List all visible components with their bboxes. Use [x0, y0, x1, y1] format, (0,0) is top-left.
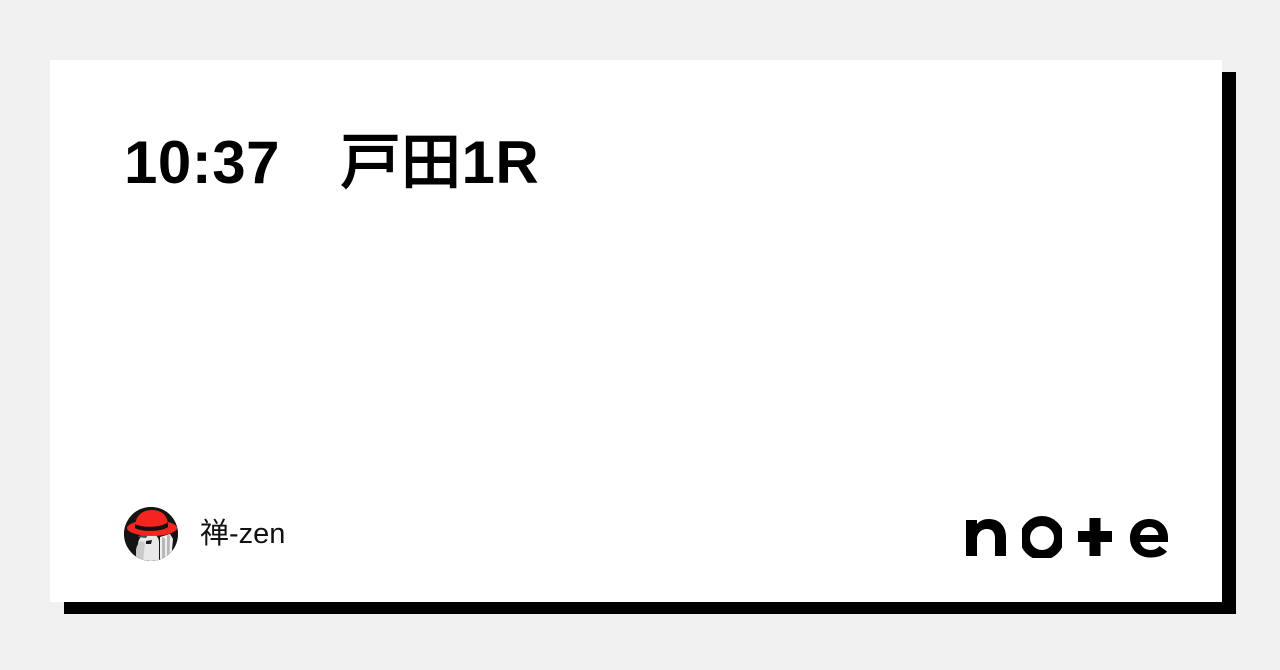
- author-name: 禅-zen: [200, 517, 286, 550]
- note-logo-letter-o: [1022, 516, 1062, 558]
- note-logo[interactable]: [964, 510, 1170, 558]
- author-block[interactable]: 禅-zen: [124, 507, 285, 561]
- avatar[interactable]: [124, 507, 178, 561]
- share-card-container: 10:37 戸田1R: [50, 60, 1236, 614]
- page-title: 10:37 戸田1R: [124, 129, 540, 196]
- note-logo-letter-e: [1130, 519, 1168, 558]
- note-share-card[interactable]: 10:37 戸田1R: [50, 60, 1222, 602]
- card-footer: 禅-zen: [124, 504, 1170, 564]
- note-logo-letter-n: [966, 519, 1006, 556]
- note-logo-letter-t: [1078, 518, 1112, 556]
